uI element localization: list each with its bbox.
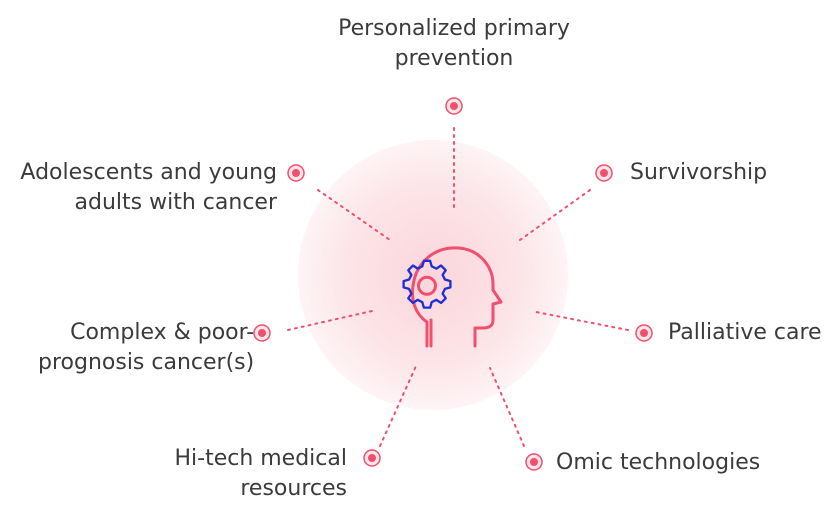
label-line: resources: [240, 476, 347, 501]
connector-bottom-right: [489, 367, 525, 447]
connector-left: [287, 310, 373, 331]
label-adolescents: Adolescents and young adults with cancer: [20, 158, 277, 218]
node-marker-top: [445, 97, 463, 115]
label-survivorship: Survivorship: [630, 158, 767, 188]
label-line: Omic technologies: [556, 450, 761, 475]
label-line: Adolescents and young: [20, 160, 277, 185]
connector-bottom-left: [379, 365, 417, 447]
node-marker-hitech: [363, 449, 381, 467]
connector-top-right: [519, 189, 591, 241]
label-complex: Complex & poor- prognosis cancer(s): [38, 318, 254, 378]
node-marker-survivorship: [595, 164, 613, 182]
connector-right: [535, 311, 629, 331]
label-omic: Omic technologies: [556, 448, 760, 478]
node-marker-palliative: [635, 324, 653, 342]
node-marker-adolescents: [287, 164, 305, 182]
label-line: Palliative care: [668, 320, 822, 345]
label-personalized-prevention: Personalized primary prevention: [334, 14, 574, 74]
label-palliative: Palliative care: [668, 318, 822, 348]
label-line: Personalized primary: [338, 16, 570, 41]
label-line: prevention: [394, 46, 514, 71]
node-marker-omic: [525, 453, 543, 471]
connector-top-left: [317, 189, 391, 241]
center-glow: [298, 140, 568, 410]
label-line: prognosis cancer(s): [38, 350, 255, 375]
label-line: Survivorship: [630, 160, 768, 185]
node-marker-complex: [253, 324, 271, 342]
label-line: adults with cancer: [74, 190, 277, 215]
head-with-gear-icon: [402, 246, 503, 348]
label-line: Complex & poor-: [70, 320, 255, 345]
label-line: Hi-tech medical: [174, 446, 347, 471]
label-hitech: Hi-tech medical resources: [174, 444, 347, 504]
